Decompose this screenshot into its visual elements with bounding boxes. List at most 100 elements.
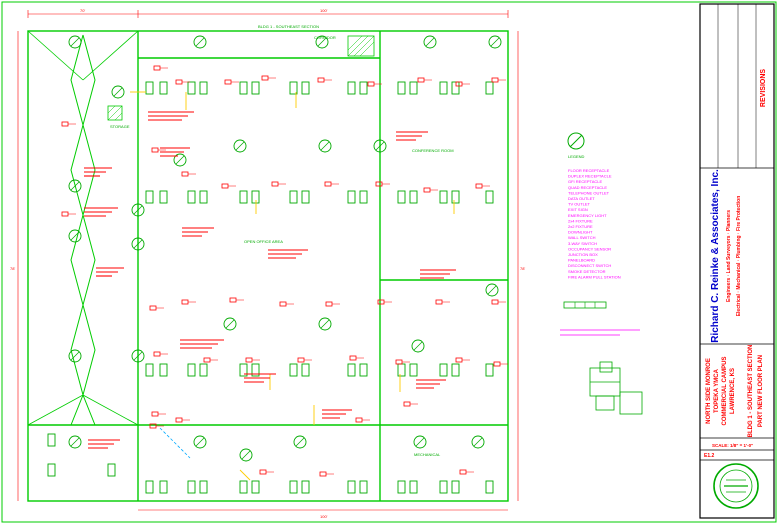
revisions-label: REVISIONS [760, 69, 767, 107]
note-tag [181, 299, 189, 305]
room-label-office: OPEN OFFICE AREA [244, 239, 283, 244]
project-title-4: LAWRENCE, KS [730, 368, 736, 414]
note-tag [493, 361, 501, 367]
light-fixture [439, 81, 448, 95]
ceiling-device [233, 139, 247, 153]
hatched-column [107, 105, 123, 121]
firm-name: Richard C. Reinke & Associates, Inc. [710, 169, 721, 343]
ceiling-device-mark [175, 155, 185, 165]
room-label-section: BLDG 1 - SOUTHEAST SECTION [258, 24, 319, 29]
legend-item: FLOOR RECEPTACLE [568, 168, 610, 173]
atrium-diagonal [27, 30, 84, 81]
project-title-1: NORTH SIDE MONROE [706, 358, 712, 424]
light-fixture [187, 480, 196, 494]
light-fixture [107, 463, 116, 477]
light-fixture [397, 190, 406, 204]
dim-top-left: 70' [80, 8, 85, 13]
note-tag [491, 77, 499, 83]
note-tag [417, 77, 425, 83]
ceiling-device [318, 139, 332, 153]
note-tag [259, 469, 267, 475]
ceiling-device-mark [113, 87, 123, 97]
note-tag [491, 299, 499, 305]
legend-item: EXIT SIGN [568, 207, 588, 212]
light-fixture [251, 190, 260, 204]
atrium-diagonal [82, 30, 139, 81]
ceiling-device-mark [320, 319, 330, 329]
ceiling-device [315, 35, 329, 49]
light-fixture [451, 81, 460, 95]
ceiling-device [193, 35, 207, 49]
ceiling-device [318, 317, 332, 331]
key-plan [589, 361, 643, 415]
note-tag [181, 171, 189, 177]
note-tag [151, 147, 159, 153]
note-tag [367, 81, 375, 87]
legend-item: GFI RECEPTACLE [568, 179, 602, 184]
light-fixture [397, 480, 406, 494]
light-fixtures [47, 81, 494, 494]
light-fixture [239, 190, 248, 204]
legend-item: DATA OUTLET [568, 196, 595, 201]
legend-item: 2x2 FIXTURE [568, 224, 593, 229]
ceiling-device-mark [70, 231, 80, 241]
note-tag [229, 297, 237, 303]
ceiling-device-mark [487, 285, 497, 295]
legend-item: JUNCTION BOX [568, 252, 598, 257]
light-fixture [397, 363, 406, 377]
note-tag [261, 75, 269, 81]
light-fixture [251, 363, 260, 377]
note-tag [319, 471, 327, 477]
note-tag [203, 357, 211, 363]
note-tag [279, 301, 287, 307]
light-fixture [451, 363, 460, 377]
light-fixture [409, 363, 418, 377]
ceiling-device-mark [375, 141, 385, 151]
light-fixture [451, 190, 460, 204]
note-tag [297, 357, 305, 363]
ceiling-device [239, 448, 253, 462]
light-fixture [187, 190, 196, 204]
ceiling-device-mark [70, 181, 80, 191]
ceiling-device-mark [70, 37, 80, 47]
north-arrow [567, 132, 585, 150]
light-fixture [251, 81, 260, 95]
ceiling-device [68, 435, 82, 449]
light-fixture [159, 480, 168, 494]
project-title-2: TOPEKA YMCA [714, 368, 720, 413]
ceiling-device [411, 339, 425, 353]
dim-left: 78' [10, 266, 15, 271]
atrium-outline-right [82, 34, 96, 426]
circuit-run [239, 469, 251, 481]
note-tag [153, 351, 161, 357]
note-tag [377, 299, 385, 305]
engineer-seal [713, 463, 759, 509]
note-tag [149, 305, 157, 311]
ceiling-device [488, 35, 502, 49]
light-fixture [239, 480, 248, 494]
note-tags [61, 65, 508, 477]
light-fixture [159, 81, 168, 95]
ceiling-device-mark [195, 437, 205, 447]
note-tag [221, 183, 229, 189]
ceiling-device [293, 435, 307, 449]
legend-item: DISCONNECT SWITCH [568, 263, 611, 268]
light-fixture [199, 480, 208, 494]
legend-item: FIRE ALARM PULL STATION [568, 274, 621, 279]
note-tag [151, 411, 159, 417]
ceiling-device-mark [241, 450, 251, 460]
light-fixture [289, 480, 298, 494]
ceiling-device [68, 229, 82, 243]
ceiling-device [193, 435, 207, 449]
legend-item: TELEPHONE OUTLET [568, 190, 610, 195]
legend-item: SMOKE DETECTOR [568, 269, 606, 274]
light-fixture [145, 363, 154, 377]
light-fixture [289, 81, 298, 95]
note-tag [355, 417, 363, 423]
light-fixture [289, 190, 298, 204]
ceiling-device-mark [133, 239, 143, 249]
ceiling-device [68, 349, 82, 363]
note-tag [317, 77, 325, 83]
atrium-diagonal [27, 394, 84, 426]
